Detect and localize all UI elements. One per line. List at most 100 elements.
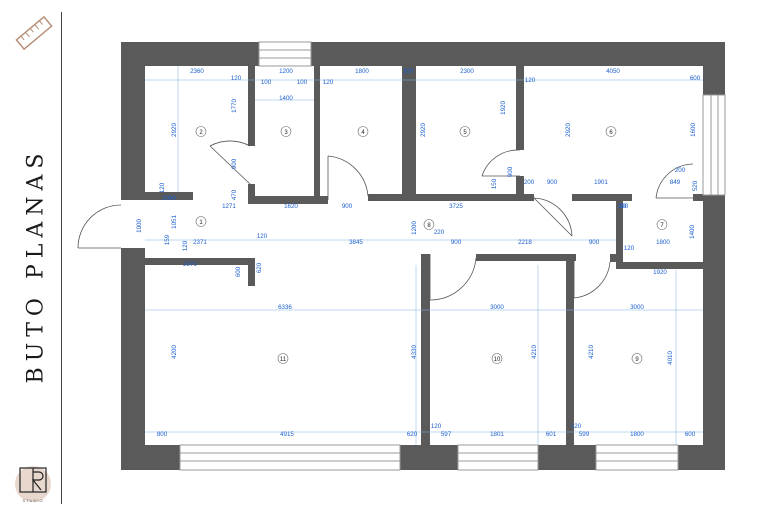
dimension-label: 1400 (279, 95, 293, 102)
dimension-label: 120 (159, 182, 166, 193)
dimension-label: 2300 (460, 68, 474, 75)
dimension-label: 1200 (411, 221, 418, 235)
dimension-label: 1920 (500, 101, 507, 115)
room-number: 4 (361, 130, 365, 136)
room-marker (631, 353, 643, 364)
dimension-label: 4010 (667, 351, 674, 365)
dimension-label: 159 (164, 234, 171, 245)
dimension-label: 2920 (565, 123, 572, 137)
dimension-label: 1000 (136, 219, 143, 233)
dimension-label: 1901 (594, 179, 608, 186)
dimension-label: 597 (441, 431, 452, 438)
dimension-label: 849 (670, 179, 681, 186)
dimension-label: 599 (579, 431, 590, 438)
dimension-label: 100 (618, 203, 629, 210)
dimension-label: 120 (525, 77, 536, 84)
dimension-label: 220 (434, 229, 445, 236)
dimension-label: 4915 (280, 431, 294, 438)
dimension-label: 600 (685, 431, 696, 438)
dimension-label: 4330 (411, 345, 418, 359)
dimension-label: 1801 (490, 431, 504, 438)
dimension-label: 200 (675, 167, 686, 174)
dimension-label: 1600 (690, 123, 697, 137)
room-marker (280, 126, 292, 137)
dimension-label: 6336 (278, 304, 292, 311)
studio-logo-icon: STUDIO (15, 466, 51, 503)
dimension-label: 1271 (222, 203, 236, 210)
room-number: 6 (609, 130, 613, 136)
dimension-label: 2360 (190, 68, 204, 75)
room-marker (491, 353, 503, 364)
studio-logo-text: STUDIO (22, 498, 43, 503)
dimension-label: 1920 (653, 269, 667, 276)
dimension-label: 1051 (171, 215, 178, 229)
dimension-label: 120 (624, 245, 635, 252)
dimension-label: 1620 (284, 203, 298, 210)
walls (121, 42, 725, 470)
room-marker (357, 126, 369, 137)
room-number: 1 (199, 220, 203, 226)
dimension-label: 1770 (231, 99, 238, 113)
dimension-label: 900 (451, 239, 462, 246)
room-number: 3 (284, 130, 288, 136)
dimension-label: 200 (524, 179, 535, 186)
dimension-label: 1800 (630, 431, 644, 438)
dimension-label: 150 (491, 178, 498, 189)
dimension-label: 30 (620, 203, 627, 210)
dimension-label: 900 (589, 239, 600, 246)
dimension-label: 1400 (689, 225, 696, 239)
room-number: 10 (494, 357, 501, 363)
dimension-label: 2371 (183, 261, 197, 268)
dimension-label: 2371 (193, 239, 207, 246)
room-number: 8 (427, 223, 431, 229)
dimension-label: 3000 (630, 304, 644, 311)
dimension-label: 800 (157, 431, 168, 438)
dimension-label: 120 (571, 423, 582, 430)
dimension-label: 620 (407, 431, 418, 438)
room-number: 9 (635, 357, 639, 363)
dimension-label: 900 (231, 158, 238, 169)
dimension-label: 2920 (420, 123, 427, 137)
dimension-label: 620 (256, 262, 263, 273)
dimension-label: 1800 (656, 239, 670, 246)
room-number: 11 (280, 357, 287, 363)
dimension-label: 300 (403, 68, 414, 75)
dimension-label: 3725 (449, 203, 463, 210)
dimension-label: 1200 (279, 68, 293, 75)
dimension-label: 3845 (349, 239, 363, 246)
dimension-label: 900 (507, 166, 514, 177)
title-divider (61, 12, 62, 504)
dimension-label: 3000 (490, 304, 504, 311)
room-marker (459, 126, 471, 137)
dimension-label: 900 (547, 179, 558, 186)
room-number: 7 (660, 223, 664, 229)
dimension-label: 100 (261, 79, 272, 86)
windows (179, 41, 726, 471)
dimension-label: 4210 (531, 345, 538, 359)
ruler-icon (15, 15, 53, 51)
dimension-label: 4210 (588, 345, 595, 359)
plan-labels: 1 2 3 4 5 6 7 8 9 10 11 2360 120 1200 1800 300 2300 120 40… (136, 68, 701, 438)
dimension-label: 1090 (162, 195, 176, 202)
dimension-label: 100 (297, 79, 308, 86)
room-marker (195, 216, 207, 227)
room-marker (656, 219, 668, 230)
room-marker (605, 126, 617, 137)
dimension-label: 120 (323, 79, 334, 86)
dimension-label: 120 (257, 233, 268, 240)
dimension-label: 4200 (171, 345, 178, 359)
dimension-lines (145, 66, 703, 445)
dimension-label: 120 (431, 423, 442, 430)
room-number: 5 (463, 130, 467, 136)
room-marker (195, 126, 207, 137)
dimension-label: 600 (235, 266, 242, 277)
dimension-label: 4050 (606, 68, 620, 75)
dimension-label: 520 (692, 180, 699, 191)
dimension-label: 2920 (171, 123, 178, 137)
room-marker (277, 353, 289, 364)
room-number: 2 (199, 130, 203, 136)
dimension-label: 120 (182, 240, 189, 251)
dimension-label: 600 (690, 75, 701, 82)
dimension-label: 601 (546, 431, 557, 438)
door-swings (77, 140, 694, 301)
